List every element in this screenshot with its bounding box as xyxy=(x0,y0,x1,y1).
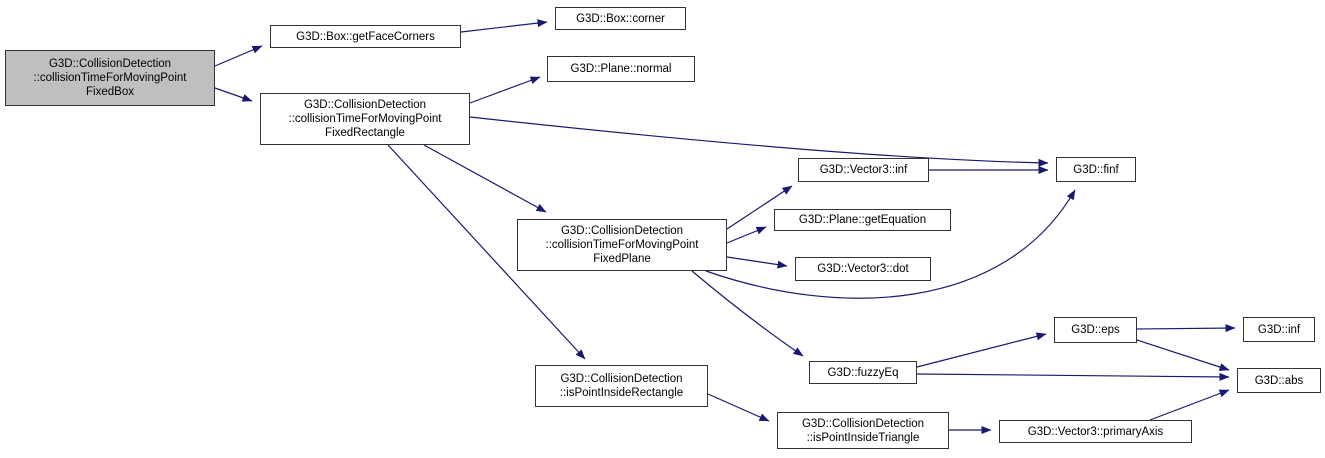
node-vector3PrimaryAxis[interactable]: G3D::Vector3::primaryAxis xyxy=(999,420,1192,443)
edge-fuzzyEq-eps xyxy=(916,332,1047,368)
node-isPointInsideRectangle[interactable]: G3D::CollisionDetection ::isPointInsideR… xyxy=(535,365,708,407)
edge-fixedPlane-fuzzyEq xyxy=(691,270,804,357)
node-fuzzyEq[interactable]: G3D::fuzzyEq xyxy=(809,361,917,384)
node-collisionTimeForMovingPointFixedRectangle[interactable]: G3D::CollisionDetection ::collisionTimeF… xyxy=(260,93,470,145)
edge-getFaceCorners-corner xyxy=(460,19,548,33)
node-corner[interactable]: G3D::Box::corner xyxy=(555,7,686,30)
edge-primaryAxis-abs xyxy=(1149,389,1230,421)
edge-fixedPlane-vector3Inf xyxy=(726,185,793,230)
edge-fixedBox-fixedRectangle xyxy=(214,87,253,102)
node-finf[interactable]: G3D::finf xyxy=(1056,157,1136,182)
node-collisionTimeForMovingPointFixedBox[interactable]: G3D::CollisionDetection ::collisionTimeF… xyxy=(5,50,215,106)
node-inf[interactable]: G3D::inf xyxy=(1243,317,1315,342)
edge-fixedPlane-finf xyxy=(705,189,1076,299)
node-planeNormal[interactable]: G3D::Plane::normal xyxy=(547,56,695,82)
edge-fixedPlane-vector3Dot xyxy=(726,256,788,269)
edge-fixedPlane-getEquation xyxy=(726,226,767,244)
edge-fixedRectangle-finf xyxy=(469,116,1049,167)
edge-fixedRectangle-isPointInsideRectangle xyxy=(387,144,586,360)
edge-fixedRectangle-fixedPlane xyxy=(423,144,547,213)
node-isPointInsideTriangle[interactable]: G3D::CollisionDetection ::isPointInsideT… xyxy=(777,412,949,449)
node-eps[interactable]: G3D::eps xyxy=(1054,317,1137,343)
edge-fixedBox-getFaceCorners xyxy=(214,45,263,67)
node-collisionTimeForMovingPointFixedPlane[interactable]: G3D::CollisionDetection ::collisionTimeF… xyxy=(517,219,727,271)
edge-fuzzyEq-abs xyxy=(916,372,1230,381)
node-vector3Inf[interactable]: G3D::Vector3::inf xyxy=(798,158,929,182)
edge-fixedRectangle-planeNormal xyxy=(469,76,541,104)
node-getFaceCorners[interactable]: G3D::Box::getFaceCorners xyxy=(270,25,461,48)
edge-eps-abs xyxy=(1136,339,1230,371)
edge-isPointInsideRectangle-isPointInsideTriangle xyxy=(707,393,770,422)
node-getEquation[interactable]: G3D::Plane::getEquation xyxy=(774,209,951,231)
node-abs[interactable]: G3D::abs xyxy=(1237,368,1321,393)
edge-eps-inf xyxy=(1136,324,1236,333)
node-vector3Dot[interactable]: G3D::Vector3::dot xyxy=(795,257,931,281)
